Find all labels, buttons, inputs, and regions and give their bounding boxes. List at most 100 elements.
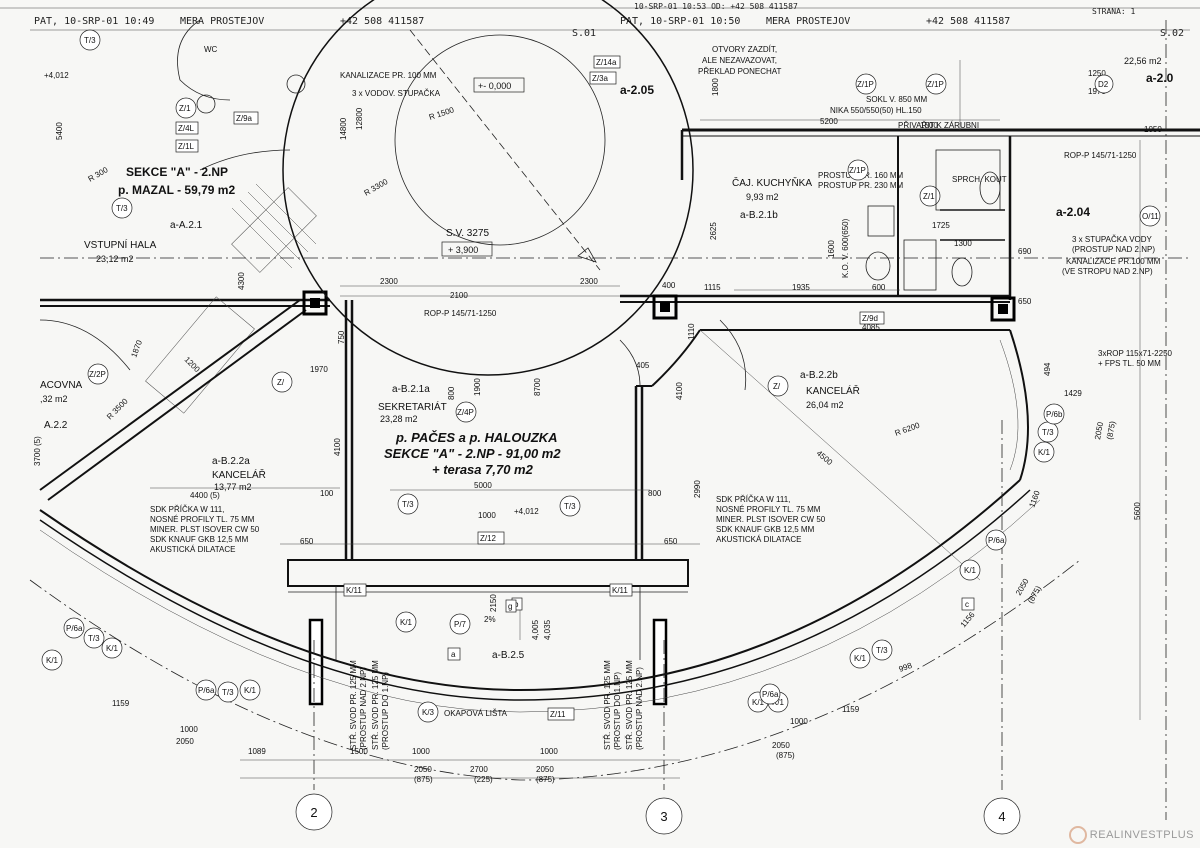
svg-text:K/1: K/1 [854, 654, 867, 663]
svg-text:3700 (5): 3700 (5) [33, 436, 42, 466]
room-code: a-B.2.1a [392, 384, 430, 395]
tag-t3: T/3 [1037, 421, 1059, 443]
grid-bubble-3: 3 [645, 797, 683, 835]
kv-note: K.O. V. 600(650) [841, 218, 850, 278]
svg-text:400: 400 [662, 281, 676, 290]
svg-text:R 1500: R 1500 [428, 105, 456, 122]
watermark-logo: REALINVESTPLUS [1068, 826, 1194, 844]
svg-text:5400: 5400 [55, 122, 64, 140]
svg-text:5600: 5600 [1133, 502, 1142, 520]
tag-g: g [505, 599, 517, 613]
tag-z12: Z/12 [477, 531, 505, 545]
svg-text:ALE NEZAVAZOVAT,: ALE NEZAVAZOVAT, [702, 56, 777, 65]
svg-text:1970: 1970 [1088, 87, 1106, 96]
svg-text:1000: 1000 [540, 747, 558, 756]
svg-text:1110: 1110 [687, 323, 696, 340]
svg-text:O/11: O/11 [1142, 212, 1159, 221]
grid-axes: 2 3 4 [295, 20, 1167, 835]
room-a-B-2-1b: ČAJ. KUCHYŇKA 9,93 m2 a-B.2.1b [732, 176, 812, 221]
svg-text:AKUSTICKÁ DILATACE: AKUSTICKÁ DILATACE [716, 535, 802, 544]
svg-text:2150: 2150 [489, 594, 498, 612]
svg-text:2050: 2050 [772, 741, 790, 750]
svg-text:(PROSTUP NAD 2.NP): (PROSTUP NAD 2.NP) [359, 667, 368, 750]
svg-text:Z/4P: Z/4P [457, 408, 474, 417]
svg-text:2050: 2050 [176, 737, 194, 746]
svg-text:K/1: K/1 [752, 698, 765, 707]
kanalizace-left: KANALIZACE PR. 100 MM [340, 71, 437, 80]
prostup-230: PROSTUP PR. 230 MM [818, 181, 904, 190]
tag-k1: K/1 [239, 679, 261, 701]
svg-text:ACOVNA: ACOVNA [40, 380, 83, 391]
room-a-2-04: a-2.04 [1056, 205, 1090, 219]
section-center-title: SEKCE "A" - 2.NP - 91,00 m2 [384, 446, 561, 461]
svg-text:650: 650 [1018, 297, 1032, 306]
svg-text:P/6a: P/6a [988, 536, 1005, 545]
svg-text:100: 100 [320, 489, 334, 498]
tag-d2: D2 [1094, 74, 1114, 94]
svg-text:K/1: K/1 [46, 656, 59, 665]
tag-z: Z/ [271, 371, 293, 393]
svg-text:(225): (225) [474, 775, 493, 784]
svg-text:2990: 2990 [693, 480, 702, 498]
svg-text:4100: 4100 [333, 438, 342, 456]
svg-text:MINER. PLST ISOVER CW 50: MINER. PLST ISOVER CW 50 [716, 515, 826, 524]
tag-z4l: Z/4L [175, 121, 199, 135]
tag-z11: Z/11 [547, 707, 575, 721]
room-a-B-2-5: a-B.2.5 [492, 650, 525, 661]
privarit-note: PŘIVAŘIT K ZÁRUBNI [898, 121, 979, 130]
svg-text:b: b [514, 600, 519, 609]
fax-phone-right: +42 508 411587 [926, 16, 1010, 27]
room-name: KANCELÁŘ [212, 468, 266, 481]
dimension-chains [150, 60, 1141, 779]
svg-text:+- 0,000: +- 0,000 [478, 81, 511, 91]
svg-text:R 6200: R 6200 [894, 420, 922, 437]
svg-text:Z/3a: Z/3a [592, 74, 609, 83]
svg-text:(875): (875) [414, 775, 433, 784]
svg-text:Z/11: Z/11 [550, 710, 566, 719]
room-area: 23,28 m2 [380, 414, 418, 424]
svg-text:NOSNÉ PROFILY TL. 75 MM: NOSNÉ PROFILY TL. 75 MM [716, 505, 821, 514]
svg-text:T/3: T/3 [402, 500, 414, 509]
svg-text:(875): (875) [1026, 584, 1043, 605]
svg-text:SDK KNAUF GKB 12,5 MM: SDK KNAUF GKB 12,5 MM [150, 535, 249, 544]
svg-text:Z/1: Z/1 [179, 104, 191, 113]
fax-page-right: S.02 [1160, 28, 1184, 39]
svg-text:T/3: T/3 [564, 502, 576, 511]
room-area: 13,77 m2 [214, 482, 252, 492]
watermark-text: REALINVESTPLUS [1089, 829, 1194, 841]
rop-right: 3xROP 115x71-2250 [1098, 349, 1173, 358]
svg-text:5000: 5000 [474, 481, 492, 490]
tag-z: Z/ [767, 375, 789, 397]
svg-text:1500: 1500 [350, 747, 368, 756]
svg-text:P/6a: P/6a [198, 686, 215, 695]
room-a-2-2: A.2.2 [44, 420, 68, 431]
svg-text:K/11: K/11 [612, 586, 628, 595]
tag-k11: K/11 [609, 583, 633, 597]
svg-text:S.V. 3275: S.V. 3275 [446, 228, 489, 239]
room-name: KANCELÁŘ [806, 384, 860, 397]
sprchovy-note: SPRCH. KOUT [952, 175, 1007, 184]
tag-z1p: Z/1P [855, 73, 877, 95]
svg-text:4300: 4300 [237, 272, 246, 290]
svg-text:2050: 2050 [1093, 421, 1105, 441]
tag-z1: Z/1 [919, 185, 941, 207]
svg-text:SDK PŘÍČKA W 111,: SDK PŘÍČKA W 111, [716, 495, 790, 504]
svg-text:D2: D2 [1098, 80, 1109, 89]
room-area: 23,12 m2 [96, 254, 134, 264]
room-area: 26,04 m2 [806, 400, 844, 410]
svg-text:998: 998 [898, 661, 914, 674]
svg-text:1300: 1300 [954, 239, 972, 248]
grid-bubble-4: 4 [983, 797, 1021, 835]
svg-text:650: 650 [664, 537, 678, 546]
direction-arrow [577, 247, 597, 263]
svg-text:OTVORY ZAZDÍT,: OTVORY ZAZDÍT, [712, 45, 777, 54]
svg-text:,32 m2: ,32 m2 [40, 394, 68, 404]
svg-text:Z/1: Z/1 [923, 192, 935, 201]
svg-text:Z/1L: Z/1L [178, 142, 195, 151]
room-a-2-0: a-2.0 22,56 m2 [1124, 56, 1174, 85]
svg-text:14800: 14800 [339, 117, 348, 140]
fax-sender-left: MERA PROSTEJOV [180, 16, 264, 27]
section-center-owner: p. PAČES a p. HALOUZKA [395, 430, 558, 445]
svg-text:R 300: R 300 [87, 165, 110, 184]
svg-text:690: 690 [1018, 247, 1032, 256]
